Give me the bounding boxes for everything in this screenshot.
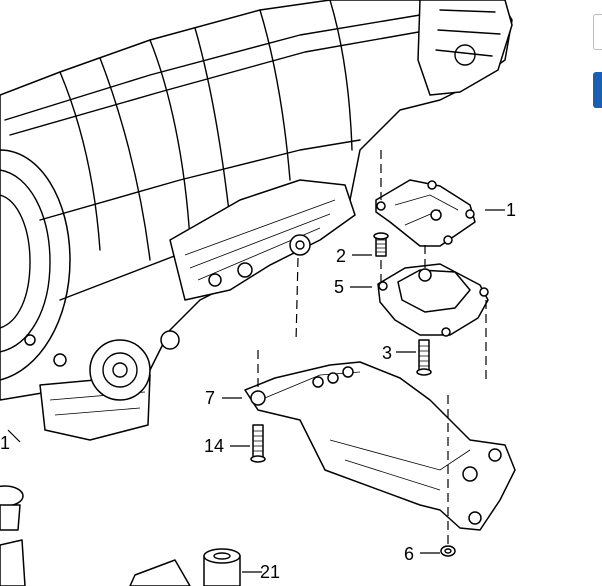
part-3-bolt	[396, 339, 432, 376]
side-button-edge[interactable]	[593, 72, 602, 108]
callout-21: 21	[260, 562, 280, 582]
callout-2: 2	[336, 246, 346, 266]
side-panel-edge[interactable]	[593, 14, 602, 50]
part-5-rubber-mount	[350, 263, 489, 337]
part-21-bushing	[203, 548, 262, 586]
callout-3: 3	[382, 343, 392, 363]
transmission-assembly	[0, 0, 513, 441]
callout-1: 1	[506, 200, 516, 220]
left-fragment-parts	[0, 429, 191, 586]
callout-5: 5	[334, 277, 344, 297]
part-1-upper-mount-bracket	[375, 179, 505, 247]
callout-labels: 1 2 5 3 7 14 6 21 1	[0, 200, 516, 582]
part-7-crossmember	[222, 361, 516, 531]
alignment-lines	[257, 150, 487, 545]
callout-14: 14	[204, 436, 224, 456]
callout-7: 7	[205, 388, 215, 408]
part-6-nut	[420, 545, 456, 557]
part-2-bolt	[352, 232, 389, 257]
part-14-bolt	[230, 424, 266, 463]
callout-1-left: 1	[0, 433, 10, 453]
callout-6: 6	[404, 544, 414, 564]
